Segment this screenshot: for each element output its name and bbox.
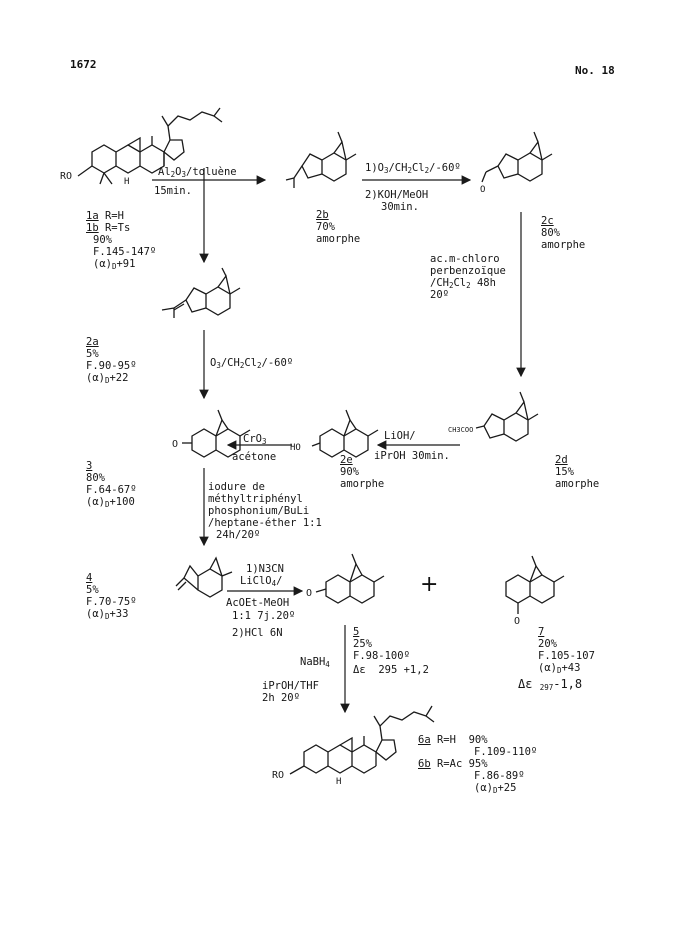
compound-3-mp: F.64-67º [86,484,137,496]
ketone-o-label: O [172,439,178,450]
reagent-8-line1: 1)N3CN [246,563,284,575]
compound-6-ro-group: RO [272,770,284,781]
stereo-h-label: H [336,777,341,787]
reagent-7-line5: 24h/20º [216,529,261,541]
compound-2d-label: 2d [555,454,568,466]
compound-2b-label: 2b [316,209,329,221]
reagent-9-line3: 2h 20º [262,692,300,704]
reagent-4-line1: O3/CH2Cl2/-60º [210,357,294,370]
compound-6b-mp: F.86-89º [474,770,525,782]
compound-7-cotton-effect: Δε 297-1,8 [518,677,583,692]
compound-2a-mp: F.90-95º [86,360,137,372]
compound-2a-rotation: (α)D+22 [86,372,129,385]
compound-2e-structure: HO [290,409,379,458]
reagent-5-line2: iPrOH 30min. [374,450,450,462]
compound-2c-state: amorphe [541,239,586,251]
reagent-7-line4: /heptane-éther 1:1 [208,517,322,529]
compound-2d-structure: CH3COO [448,391,539,442]
reagent-2-line1: 1)O3/CH2Cl2/-60º [365,162,461,175]
issue-number: No. 18 [575,64,615,77]
compound-2d-acetate-group: CH3COO [448,426,473,434]
compound-1-ro-group: RO [60,171,72,182]
ketone-o-label: O [514,616,520,627]
compound-5-mp: F.98-100º [353,650,410,662]
compound-7-label: 7 [538,626,545,638]
compound-2a-label: 2a [86,336,99,348]
compound-2e-yield: 90% [340,466,359,478]
compound-7-yield: 20% [538,638,557,650]
carbonyl-o-label: O [480,185,485,195]
compound-2b-yield: 70% [316,221,335,233]
reagent-8-line5: 2)HCl 6N [232,627,283,639]
compound-2e-label: 2e [340,454,353,466]
reagent-9-line2: iPrOH/THF [262,680,319,692]
reagent-2-line3: 30min. [381,201,419,213]
page-number: 1672 [70,58,97,71]
compound-7-mp: F.105-107 [538,650,595,662]
compound-2a-yield: 5% [86,348,99,360]
reagent-1-line2: 15min. [154,185,192,197]
compound-1-mp: F.145-147º [93,246,157,258]
compound-5-structure: O [306,553,385,604]
reagent-9-line1: NaBH4 [300,656,330,669]
compound-5-label: 5 [353,626,360,638]
ketone-o-label: O [306,588,312,599]
compound-5-cotton-effect: Δε 295 +1,2 [353,664,429,676]
reagent-7-line2: méthyltriphényl [208,493,303,505]
compound-2c-structure: O [480,131,553,195]
compound-1b-label: 1b R=Ts [86,222,131,234]
reagent-3-line3: /CH2Cl2 48h [430,277,496,290]
compound-1a-label: 1a R=H [86,210,124,222]
compound-1-yield: 90% [93,234,112,246]
compound-2b-state: amorphe [316,233,361,245]
compound-7-structure: O [505,555,565,627]
compound-4-mp: F.70-75º [86,596,137,608]
compound-6b-label: 6b R=Ac 95% [418,758,488,770]
compound-6-structure: RO H [272,705,435,787]
plus-sign: + [420,572,439,597]
reagent-8-line3: AcOEt-MeOH [226,597,290,609]
compound-7-rotation: (α)D+43 [538,662,581,675]
compound-4-rotation: (α)D+33 [86,608,129,621]
reagent-5-line1: LiOH/ [384,430,416,442]
compound-4-structure [175,556,233,598]
compound-3-label: 3 [86,460,93,472]
reagent-3-line1: ac.m-chloro [430,253,500,265]
compound-6a-label: 6a R=H 90% [418,734,488,746]
compound-2d-yield: 15% [555,466,574,478]
reagent-8-line4: 1:1 7j.20º [232,610,296,622]
compound-4-label: 4 [86,572,93,584]
compound-3-yield: 80% [86,472,105,484]
compound-4-yield: 5% [86,584,99,596]
compound-2b-structure [285,131,357,188]
compound-1-structure: RO H [60,107,223,187]
reagent-6-line1: CrO3 [243,433,267,446]
compound-2d-state: amorphe [555,478,600,490]
compound-2e-ho-group: HO [290,443,301,453]
reagent-1-line1: Al2O3/toluène [158,166,237,179]
stereo-h-label: H [124,177,129,187]
compound-2c-label: 2c [541,215,554,227]
reagent-6-line2: acétone [232,451,277,463]
compound-5-yield: 25% [353,638,372,650]
compound-1-rotation: (α)D+91 [93,258,136,271]
compound-2c-yield: 80% [541,227,560,239]
reagent-2-line2: 2)KOH/MeOH [365,189,429,201]
reagent-3-line2: perbenzoïque [430,265,506,277]
reagent-3-line4: 20º [430,289,449,301]
compound-6a-mp: F.109-110º [474,746,538,758]
compound-2e-state: amorphe [340,478,385,490]
reagent-8-line2: LiClO4/ [240,575,283,588]
compound-3-structure: O [172,409,251,458]
compound-2a-structure [161,267,241,318]
compound-6-rotation: (α)D+25 [474,782,517,795]
reagent-7-line1: iodure de [208,481,265,493]
reagent-7-line3: phosphonium/BuLi [208,505,310,517]
compound-3-rotation: (α)D+100 [86,496,135,509]
